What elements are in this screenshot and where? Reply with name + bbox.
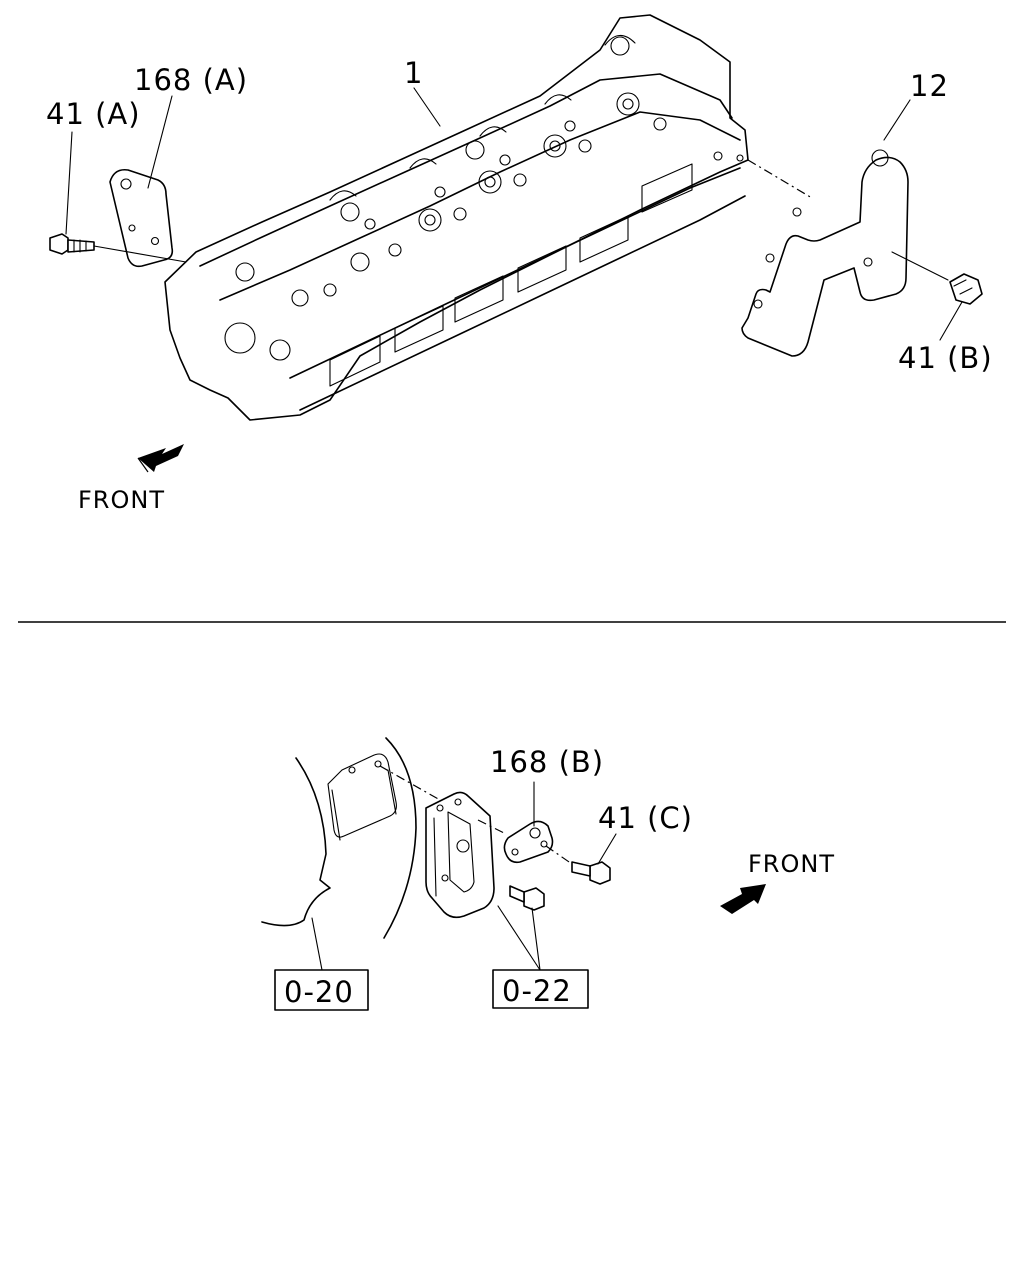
bolt-41a <box>49 233 95 255</box>
ref-box-020 <box>274 969 369 1011</box>
cylinder-head <box>164 14 749 421</box>
leader-022b <box>531 907 541 971</box>
label-front-top: FRONT <box>78 486 165 514</box>
bolt-022 <box>509 885 545 911</box>
dash-bracket-12 <box>747 159 813 199</box>
leader-41c <box>597 833 617 865</box>
bracket-168b <box>503 820 554 864</box>
ref-box-022 <box>492 969 589 1009</box>
bolt-41c <box>571 861 611 885</box>
front-arrow-icon-top <box>137 444 184 473</box>
engine-block-outline <box>261 737 417 939</box>
leader-022a <box>497 905 541 971</box>
dash-168b <box>477 819 507 835</box>
leader-41b <box>939 301 963 341</box>
front-arrow-icon-bottom <box>720 884 766 914</box>
label-part-41a: 41 (A) <box>46 97 141 131</box>
dash-bracket-mount <box>379 765 441 801</box>
leader-41a-to-head <box>93 245 187 263</box>
label-front-bottom: FRONT <box>748 850 835 878</box>
label-part-168b: 168 (B) <box>490 745 604 779</box>
label-ref-020: 0-20 <box>284 975 354 1009</box>
label-part-41b: 41 (B) <box>898 341 993 375</box>
leader-41b-top <box>891 251 949 281</box>
label-part-168a: 168 (A) <box>134 63 248 97</box>
label-ref-022: 0-22 <box>502 974 572 1008</box>
label-part-41c: 41 (C) <box>598 801 693 835</box>
dash-41c <box>545 845 573 865</box>
engine-mount-bracket <box>425 791 495 919</box>
leader-020 <box>311 917 323 971</box>
label-part-12: 12 <box>910 69 949 103</box>
bolt-41b <box>949 273 983 305</box>
bracket-168a <box>109 168 174 268</box>
leader-12 <box>883 99 911 141</box>
leader-1 <box>413 87 441 127</box>
leader-41a <box>65 131 73 235</box>
bracket-12 <box>741 149 909 357</box>
leader-168a <box>147 95 173 189</box>
label-part-1: 1 <box>404 56 423 90</box>
